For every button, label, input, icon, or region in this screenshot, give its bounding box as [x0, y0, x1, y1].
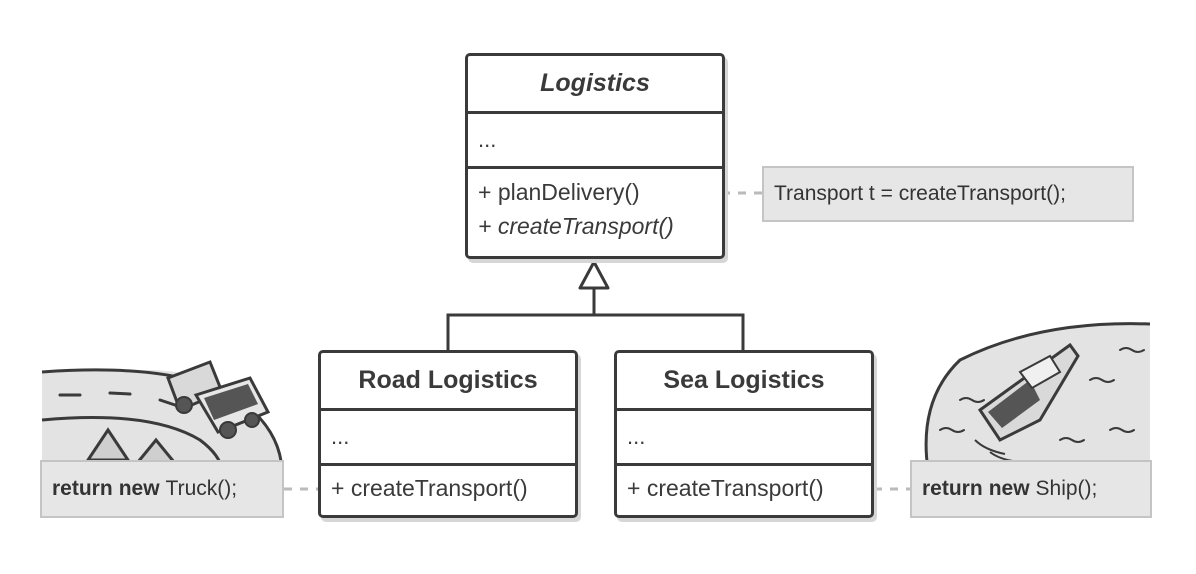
road-logistics-class-name: Road Logistics — [358, 366, 538, 394]
sea-logistics-methods: + createTransport() — [617, 463, 871, 505]
inheritance-connector — [446, 260, 745, 350]
plan-delivery-note-text: Transport t = createTransport(); — [774, 182, 1066, 205]
logistics-class: Logistics ... + planDelivery() + createT… — [465, 53, 725, 259]
method-plan-delivery: + planDelivery() — [478, 179, 640, 205]
method-create-transport-abstract: + createTransport() — [478, 213, 674, 239]
logistics-class-name: Logistics — [540, 69, 650, 97]
road-note: return new Truck(); — [40, 460, 284, 518]
boat-on-water-icon — [924, 322, 1151, 471]
sea-note-keyword-new: new — [988, 477, 1030, 500]
method-create-transport-sea: + createTransport() — [627, 475, 824, 501]
sea-logistics-class: Sea Logistics ... + createTransport() — [614, 350, 874, 518]
road-note-keyword-return: return — [52, 477, 113, 500]
road-note-text: Truck(); — [165, 477, 238, 500]
logistics-fields: ... — [468, 111, 722, 166]
sea-note-keyword-return: return — [922, 477, 983, 500]
sea-logistics-class-name: Sea Logistics — [663, 366, 825, 394]
road-note-keyword-new: new — [118, 477, 160, 500]
logistics-methods: + planDelivery() + createTransport() — [468, 166, 722, 243]
road-logistics-class: Road Logistics ... + createTransport() — [318, 350, 578, 518]
sea-note: return new Ship(); — [910, 460, 1152, 518]
method-create-transport-road: + createTransport() — [331, 475, 528, 501]
road-logistics-methods: + createTransport() — [321, 463, 575, 505]
plan-delivery-note: Transport t = createTransport(); — [762, 166, 1134, 222]
sea-logistics-fields: ... — [617, 408, 871, 463]
truck-on-road-icon — [41, 360, 284, 471]
sea-note-text: Ship(); — [1035, 477, 1098, 500]
road-logistics-fields: ... — [321, 408, 575, 463]
